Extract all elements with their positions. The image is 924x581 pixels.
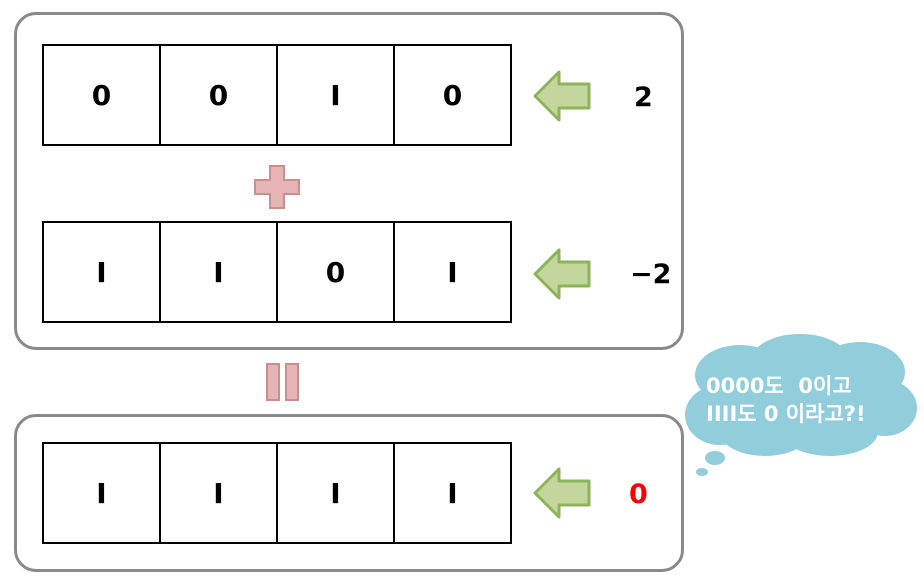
bit-row-2: I I 0 I (42, 221, 512, 323)
decimal-value-result: 0 (629, 479, 648, 510)
bit-cell: I (278, 444, 395, 542)
bit-cell: I (447, 255, 458, 289)
bit-cell: 0 (161, 46, 278, 144)
equals-icon (266, 363, 299, 401)
bit-cell: 0 (442, 78, 463, 112)
left-arrow-icon (533, 467, 591, 519)
plus-icon (254, 165, 300, 209)
bit-cell: I (161, 444, 278, 542)
thought-cloud-icon (685, 334, 917, 476)
top-panel (14, 12, 684, 350)
bubble-line-2: IIII도 0 이라고?! (706, 402, 866, 426)
bit-row-result: I I I I (42, 442, 512, 544)
decimal-value-2: −2 (630, 259, 672, 290)
bit-cell: I (44, 223, 161, 321)
left-arrow-icon (533, 70, 591, 122)
bit-cell: 0 (44, 46, 161, 144)
bit-cell: I (278, 46, 395, 144)
bit-cell: I (161, 223, 278, 321)
bubble-line-1: 0000도 0이고 (706, 374, 852, 398)
left-arrow-icon (533, 248, 591, 300)
bit-row-1: 0 0 I 0 (42, 44, 512, 146)
bit-cell: I (44, 444, 161, 542)
thought-bubble-text: 0000도 0이고 IIII도 0 이라고?! (706, 372, 896, 428)
bit-cell: 0 (278, 223, 395, 321)
decimal-value-1: 2 (634, 82, 653, 113)
bit-cell: I (447, 476, 458, 510)
